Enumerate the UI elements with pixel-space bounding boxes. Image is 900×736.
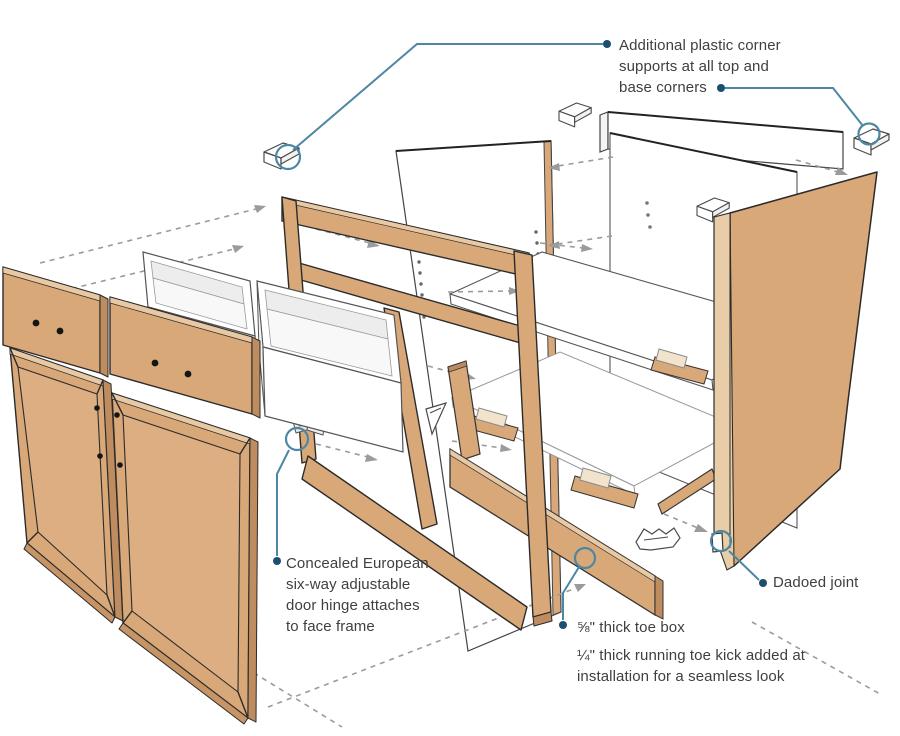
screw-hole (184, 370, 192, 378)
drawer-box-right (256, 280, 404, 453)
mounting-cleat (650, 356, 709, 385)
cabinet-bottom-panel (448, 251, 802, 391)
annotation-toe-kick: ¼" thick running toe kick added at insta… (577, 645, 805, 687)
hinge-screw-hole (97, 453, 103, 459)
cabinet-door-left (9, 347, 124, 624)
annotation-line: supports at all top and (619, 58, 769, 75)
drawer-front-left (2, 266, 109, 378)
screw-hole (32, 319, 40, 327)
annotation-line: six-way adjustable (286, 576, 411, 593)
leader-dado (728, 550, 760, 581)
corner-gusset-icon (425, 402, 448, 436)
plastic-block (579, 467, 612, 489)
hinge-screw-hole (117, 462, 123, 468)
hinge-screw-hole (114, 412, 120, 418)
annotation-toe-box: ⅝" thick toe box (577, 617, 685, 638)
corner-support-top-icon (558, 102, 592, 128)
annotation-dado: Dadoed joint (773, 572, 858, 593)
annotation-line: Additional plastic corner (619, 37, 781, 54)
annotation-line: Concealed European (286, 555, 429, 572)
callout-dot-icon (717, 84, 725, 92)
drawer-front-right (109, 296, 261, 419)
annotation-line: Dadoed joint (773, 574, 859, 591)
callouts (273, 40, 881, 629)
annotation-line: ¼" thick running toe kick added at (577, 647, 806, 664)
annotation-line: to face frame (286, 618, 375, 635)
face-frame-bottom-rail (301, 455, 528, 631)
annotation-line: installation for a seamless look (577, 668, 785, 685)
corner-support-base-icon (635, 527, 681, 551)
shelf-pin-holes-back (645, 201, 652, 229)
hinge-screw-hole (94, 405, 100, 411)
toe-box (425, 360, 717, 620)
annotation-line: door hinge attaches (286, 597, 420, 614)
mounting-cleat (570, 475, 639, 509)
leader-toe-box (562, 566, 580, 620)
right-side-panel (711, 171, 878, 571)
screw-hole (151, 359, 159, 367)
plastic-block (475, 407, 508, 428)
annotation-corner-supports: Additional plastic corner supports at al… (619, 35, 781, 98)
annotation-line: ⅝" thick toe box (577, 619, 685, 636)
back-top-rail (599, 111, 844, 170)
annotation-line: base corners (619, 79, 707, 96)
callout-dot-icon (559, 621, 567, 629)
leader-corner-supports-right (725, 87, 864, 127)
callout-circle-corner-support-left-icon (274, 143, 302, 171)
callout-circle-hinge-icon (284, 426, 310, 452)
callout-circle-corner-support-right-icon (857, 122, 881, 146)
callout-circle-toe-box-icon (573, 546, 597, 570)
annotation-hinge: Concealed European six-way adjustable do… (286, 553, 429, 637)
plastic-block (655, 348, 688, 369)
callout-dot-icon (759, 579, 767, 587)
callout-circle-dado-icon (709, 529, 733, 553)
leader-hinge (276, 449, 290, 556)
cabinet-door-right (111, 392, 259, 725)
screw-hole (56, 327, 64, 335)
callout-dot-icon (273, 557, 281, 565)
leader-corner-supports-left (292, 43, 603, 151)
callout-dot-icon (603, 40, 611, 48)
